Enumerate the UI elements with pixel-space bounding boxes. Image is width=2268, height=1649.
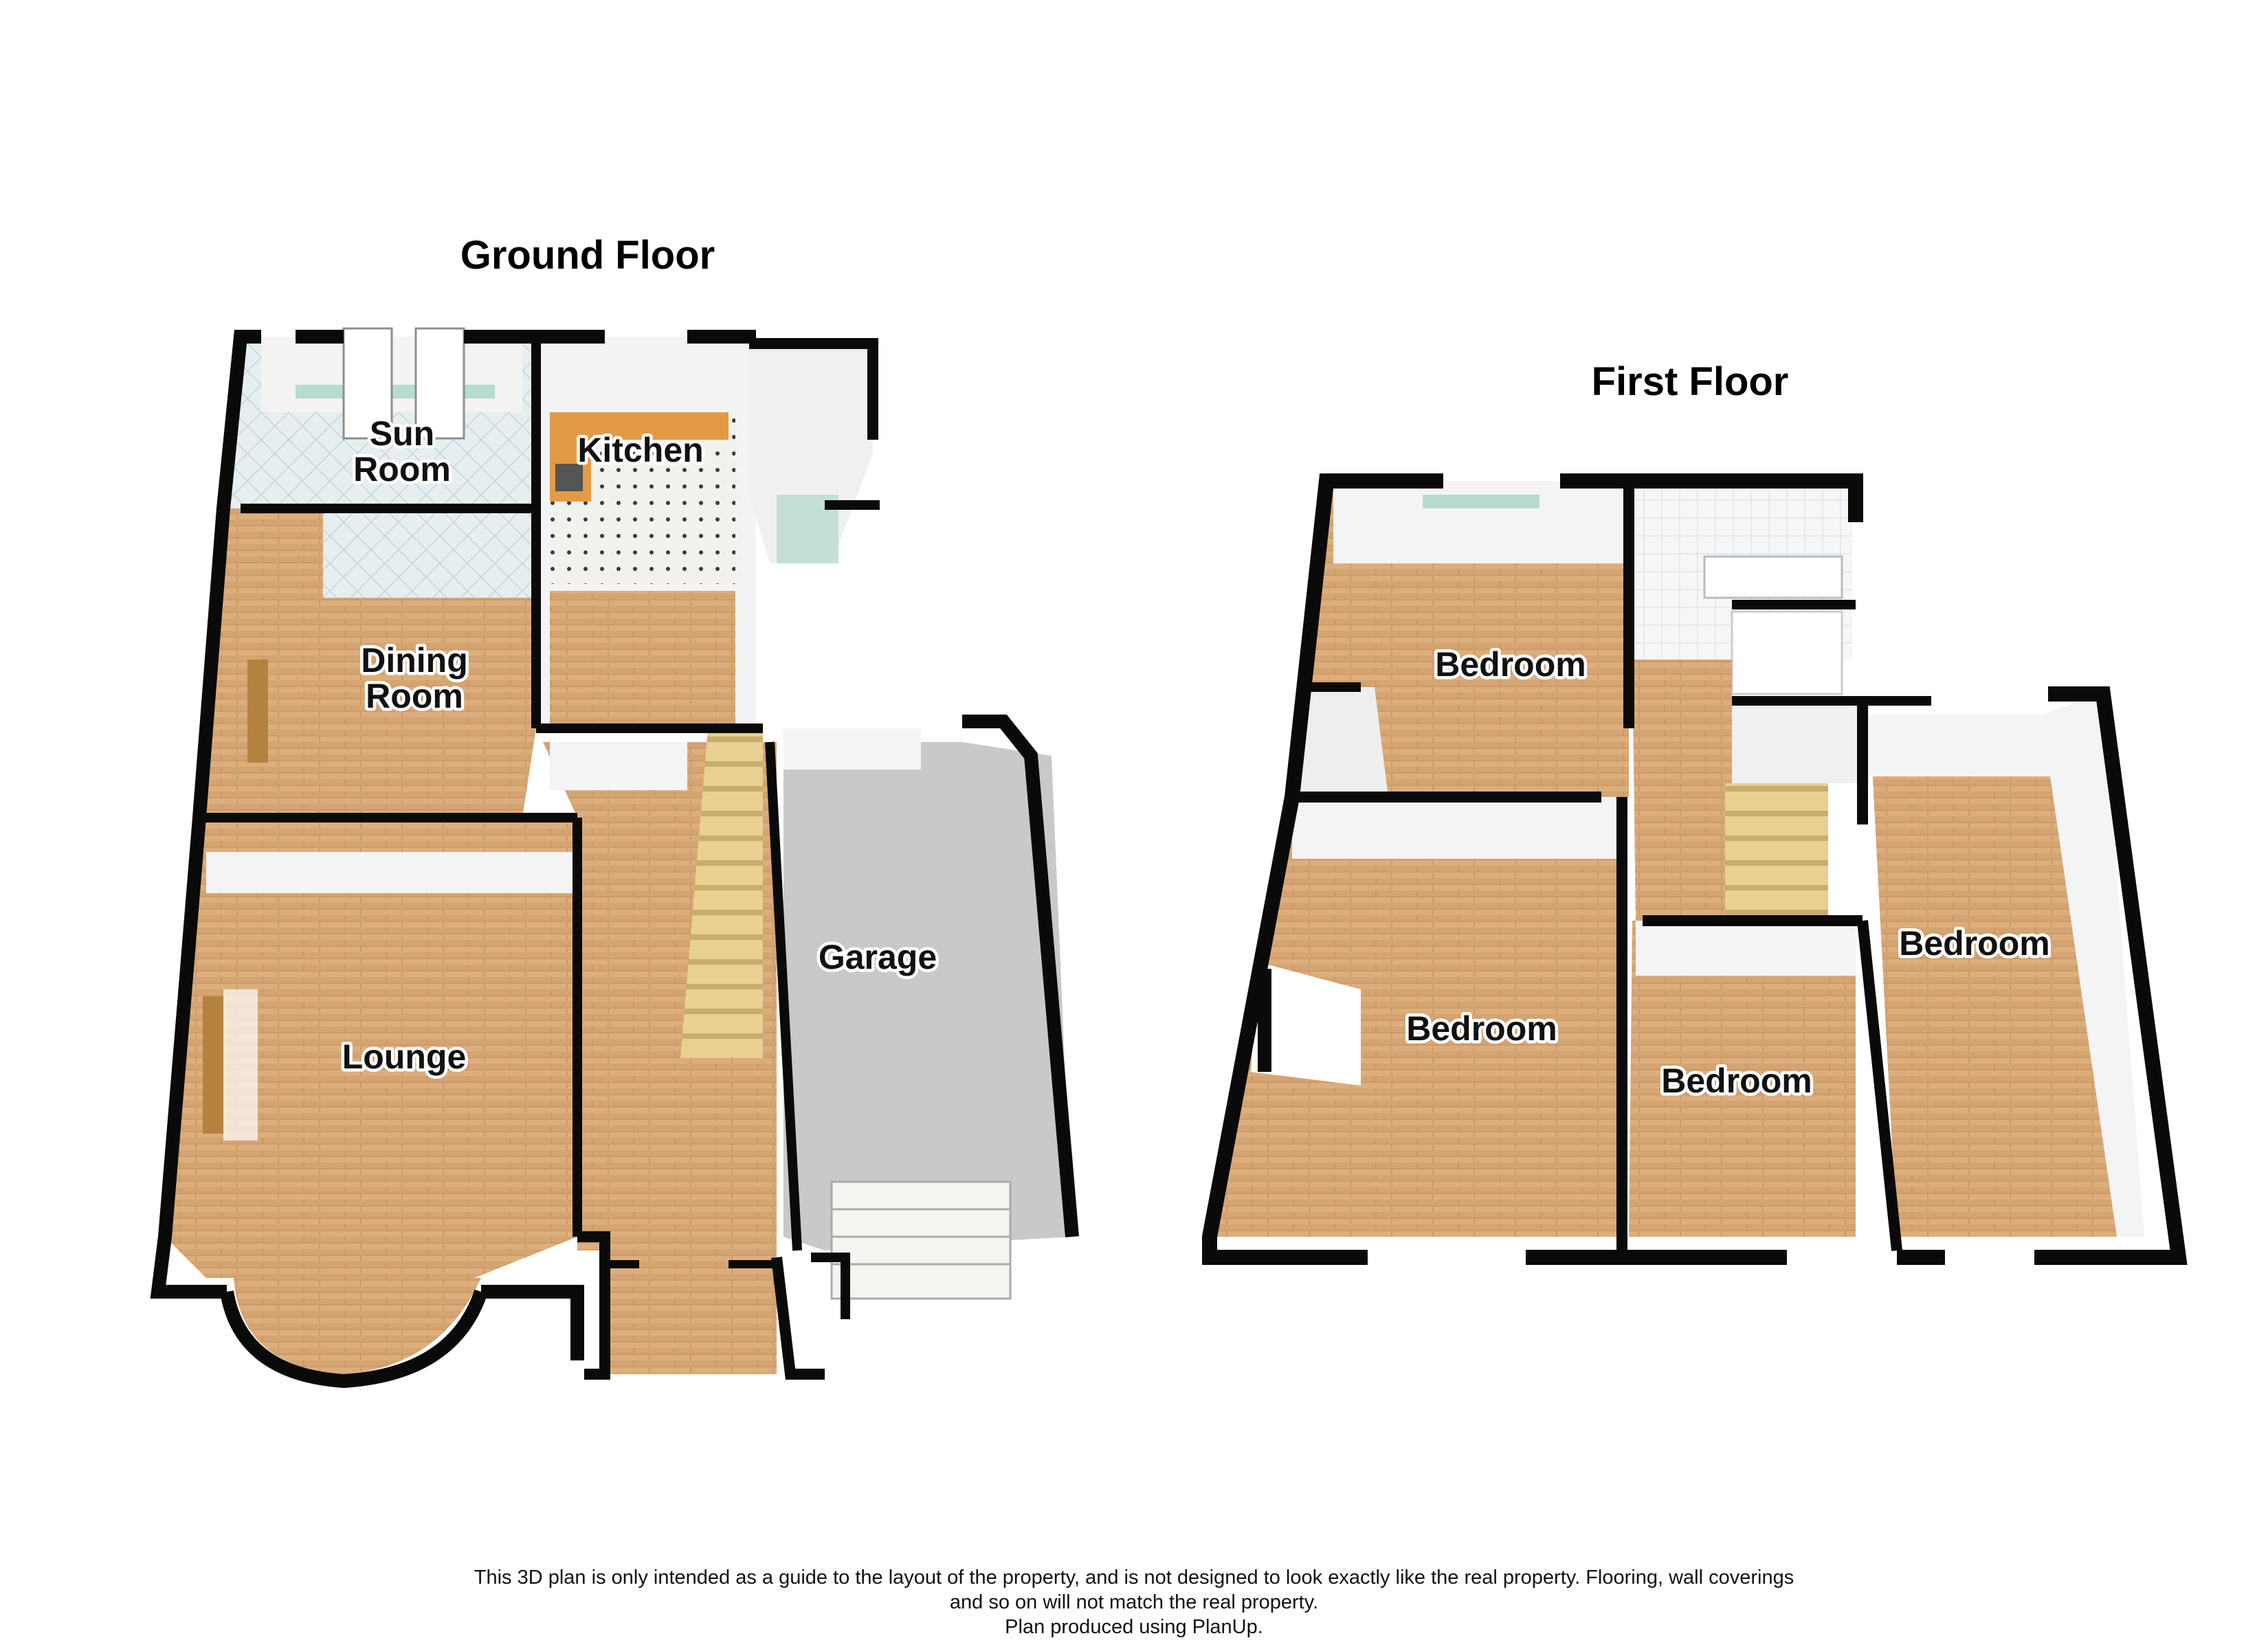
lounge [165,818,577,1374]
disclaimer: This 3D plan is only intended as a guide… [378,1565,1890,1639]
first-floor-plan [1202,473,2188,1265]
landing [1632,660,1869,921]
bedroom-middle [1629,921,1856,1237]
ground-floor-title: Ground Floor [460,233,715,278]
dining-room-label-line2: Room [366,677,463,715]
bedroom-middle-label: Bedroom [1661,1062,1812,1100]
ground-floor-plan [150,327,1079,1389]
disclaimer-line3: Plan produced using PlanUp. [1005,1616,1263,1638]
ground-floor-walls [150,330,1079,1389]
bedroom-large-label: Bedroom [1406,1009,1557,1048]
bedroom-large [1210,797,1622,1237]
disclaimer-line2: and so on will not match the real proper… [949,1591,1319,1613]
garage [783,728,1072,1300]
disclaimer-line1: This 3D plan is only intended as a guide… [474,1567,1794,1589]
dining-room-label-line1: Dining [361,641,468,680]
hallway [543,728,777,1374]
dining-room [199,508,536,818]
garage-label: Garage [819,938,937,976]
bedroom-right-label: Bedroom [1899,924,2049,963]
bedroom-right [1869,694,2144,1237]
bathroom [1632,481,1852,695]
first-floor-walls [1202,473,2188,1265]
sun-room-label-line2: Room [353,450,451,489]
bedroom-top [1292,481,1629,797]
utility-room [749,344,873,563]
sun-room [223,327,536,508]
kitchen-label: Kitchen [577,431,703,469]
sun-room-label-line1: Sun [370,414,434,453]
kitchen [536,337,756,728]
first-floor-title: First Floor [1592,359,1789,404]
lounge-label: Lounge [342,1037,467,1076]
bedroom-top-label: Bedroom [1435,645,1586,684]
